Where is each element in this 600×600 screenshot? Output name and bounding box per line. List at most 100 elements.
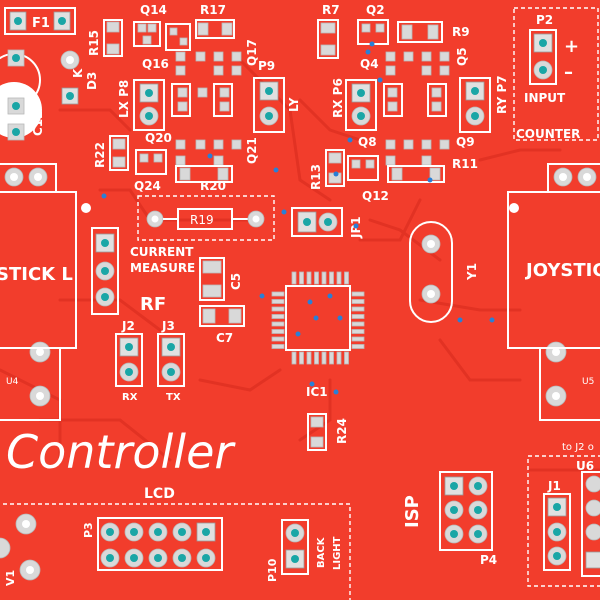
label-JOYSTIC: JOYSTIC xyxy=(524,260,600,281)
diode-d3-hole xyxy=(66,56,74,64)
joystick-l-pot-outline xyxy=(91,227,119,315)
r17-pad-1 xyxy=(197,22,209,36)
header-p9-outline xyxy=(253,77,285,133)
label-LY: LY xyxy=(287,97,301,112)
p10-hole-2 xyxy=(291,555,299,563)
resistor-r13-outline xyxy=(325,149,345,187)
label-to-J2: to J2 o xyxy=(562,442,594,453)
ic1-pin xyxy=(344,271,349,285)
fuse-f1-hole-1 xyxy=(14,17,22,25)
joystick-l-hole-4 xyxy=(36,392,44,400)
ic1-pin xyxy=(321,351,327,365)
label-TX: TX xyxy=(166,392,181,403)
lcd-mount-hole xyxy=(22,520,30,528)
header-j1-outline xyxy=(543,493,571,571)
q24-pad-1 xyxy=(139,153,149,163)
component-outline-small xyxy=(165,23,191,51)
label-LX-P8: LX P8 xyxy=(117,80,131,118)
header-p8-hole-2 xyxy=(145,112,153,120)
ic1-pin xyxy=(351,344,365,349)
y1-hole-1 xyxy=(427,240,435,248)
r22-pad-1 xyxy=(112,138,126,150)
label-R22: R22 xyxy=(93,142,107,168)
resistor-r20-outline xyxy=(175,165,233,183)
ic1-pin xyxy=(271,291,285,297)
right-top-pad-2 xyxy=(427,24,439,40)
label-Q2: Q2 xyxy=(366,3,385,17)
label-plus: + xyxy=(564,36,579,57)
ic1-pin xyxy=(351,329,365,334)
label-INPUT: INPUT xyxy=(524,91,566,105)
j3-hole-2 xyxy=(167,368,175,376)
ic1-pin xyxy=(291,351,297,365)
ic1-pin xyxy=(321,271,327,285)
resistor-r15-outline xyxy=(103,19,123,57)
joystick-r-mount-1 xyxy=(509,203,519,213)
ic1-pin xyxy=(271,306,285,312)
label-C7: C7 xyxy=(216,331,233,345)
via xyxy=(427,177,433,183)
joystick-l-lower-outline xyxy=(0,347,61,421)
ic1-pin xyxy=(306,271,312,285)
joystick-l-mount-1 xyxy=(81,203,91,213)
diode-d3-hole-2 xyxy=(66,92,74,100)
label-R11: R11 xyxy=(452,157,478,171)
label-COUNTER: COUNTER xyxy=(516,127,580,141)
p3-pin-hole xyxy=(178,528,186,536)
label-CURRENT: CURRENT xyxy=(130,245,194,259)
resistor-r7-outline xyxy=(317,19,339,59)
label-Q20: Q20 xyxy=(145,131,172,145)
lcd-header-p3-pins xyxy=(100,522,216,568)
via xyxy=(295,331,301,337)
p10-hole-1 xyxy=(291,529,299,537)
header-p7-hole-2 xyxy=(471,112,479,120)
ic1-pin xyxy=(314,271,319,285)
j1-hole-1 xyxy=(553,503,561,511)
joystick-r-hole-1 xyxy=(559,173,567,181)
label-R9: R9 xyxy=(452,25,470,39)
label-J3: J3 xyxy=(161,319,175,333)
r17-pad-2 xyxy=(221,22,233,36)
label-Q21: Q21 xyxy=(245,137,259,164)
via xyxy=(101,193,107,199)
copper-traces xyxy=(0,58,600,472)
lcd-header-p3-outline xyxy=(97,517,223,571)
capacitor-c12-hole-1 xyxy=(12,102,20,110)
label-Q14: Q14 xyxy=(140,3,167,17)
p3-pin-hole xyxy=(130,528,138,536)
label-F1: F1 xyxy=(32,16,50,31)
r11-pad-2 xyxy=(429,167,441,181)
ic1-pin xyxy=(336,271,342,285)
q2-pad-1 xyxy=(361,23,371,33)
joystick-l-pot-hole-1 xyxy=(101,239,109,247)
via xyxy=(457,317,463,323)
transistor-array-left xyxy=(171,51,242,166)
transistor-array-right xyxy=(383,51,450,166)
header-p7-hole-1 xyxy=(471,87,479,95)
label-J2: J2 xyxy=(121,319,135,333)
resistor-r11-outline xyxy=(387,165,445,183)
u6-pad-4 xyxy=(585,551,600,569)
j1-hole-2 xyxy=(553,528,561,536)
label-C5: C5 xyxy=(229,273,243,290)
ic1-pin xyxy=(351,299,365,304)
header-p7-outline xyxy=(459,77,491,133)
label-Q5: Q5 xyxy=(455,47,469,66)
ic1-pin xyxy=(299,271,304,285)
lcd-mount-hole-2 xyxy=(26,566,34,574)
label-MEASURE: MEASURE xyxy=(130,261,195,275)
via xyxy=(369,41,375,47)
label-Q9: Q9 xyxy=(456,135,475,149)
label-RF: RF xyxy=(140,294,166,315)
r24-pad-1 xyxy=(310,416,324,428)
label-R17: R17 xyxy=(200,3,226,17)
transistor-q12-outline xyxy=(347,155,379,181)
c5-pad-2 xyxy=(202,284,222,298)
p3-pin-hole xyxy=(106,528,114,536)
label-R15: R15 xyxy=(87,30,101,56)
via xyxy=(307,299,313,305)
label-Q4: Q4 xyxy=(360,57,379,71)
joystick-l-hole-2 xyxy=(34,173,42,181)
y1-hole-2 xyxy=(427,290,435,298)
ic1-pin xyxy=(351,291,365,297)
